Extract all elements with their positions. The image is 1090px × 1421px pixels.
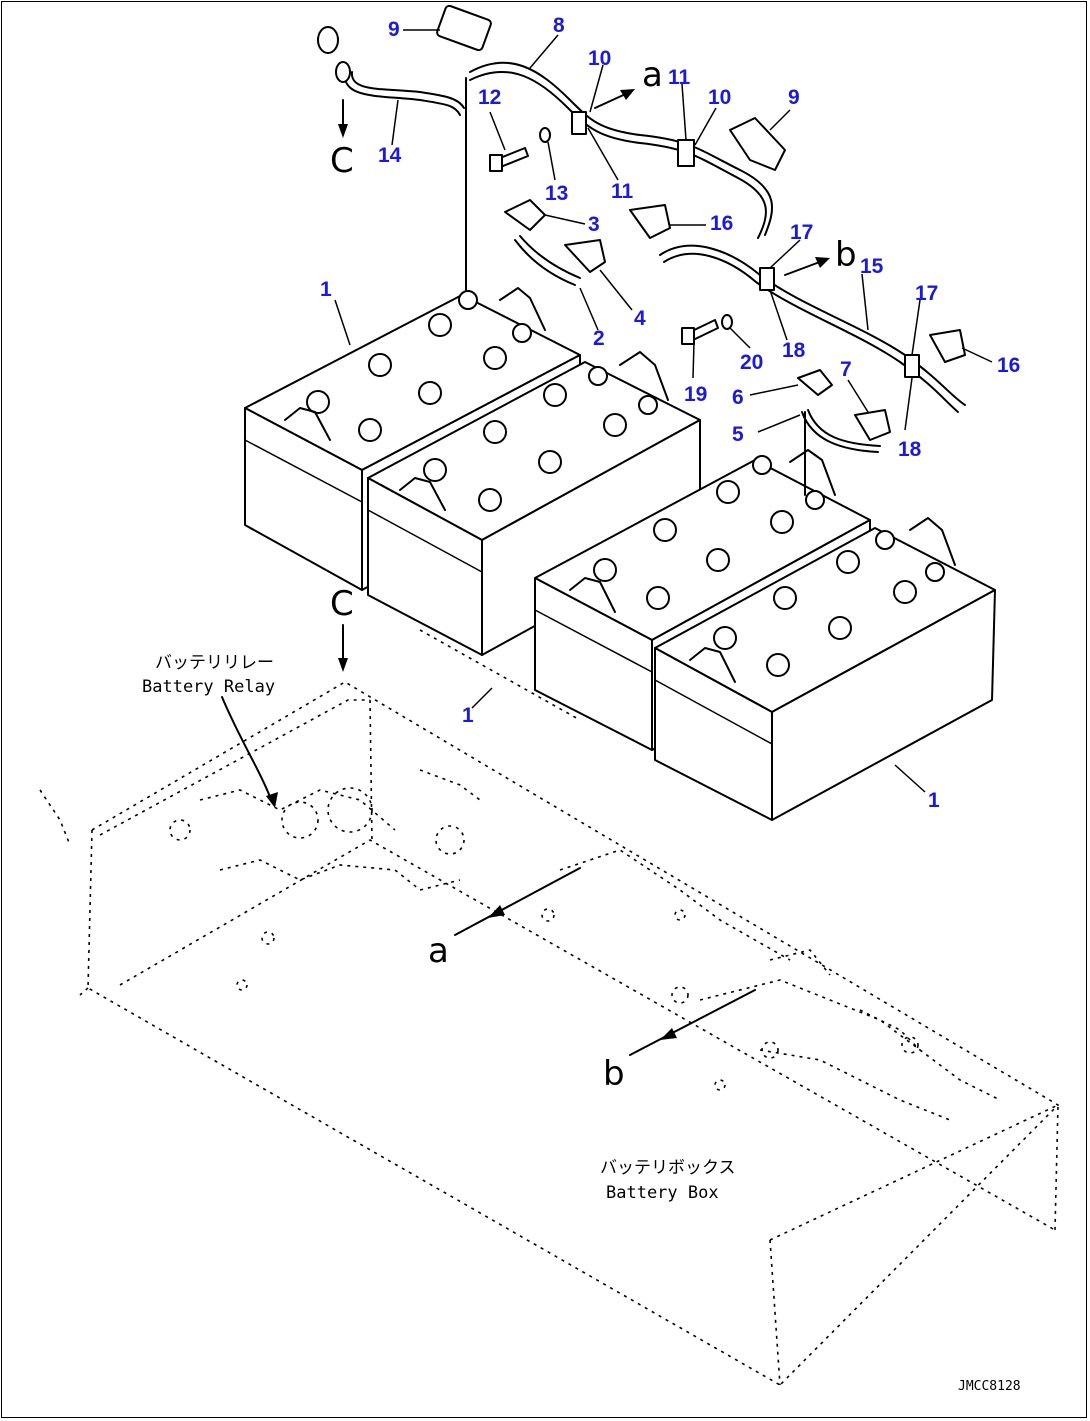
view-arrow-c-top — [338, 99, 348, 138]
view-ref-c: C — [330, 584, 354, 624]
washer-20 — [721, 314, 733, 330]
callout-16: 16 — [710, 212, 733, 235]
cable-14 — [343, 69, 465, 116]
callout-1: 1 — [462, 704, 474, 727]
callout-18: 18 — [898, 438, 922, 461]
callout-20: 20 — [740, 351, 763, 374]
view-ref-a: a — [642, 55, 663, 95]
battery-box-label: Battery Box — [606, 1183, 719, 1203]
view-arrow-b-bottom — [629, 989, 756, 1056]
callout-6: 6 — [732, 386, 744, 409]
callout-11: 11 — [668, 66, 691, 89]
callout-7: 7 — [840, 358, 852, 381]
drawing-code: JMCC8128 — [958, 1379, 1021, 1394]
callout-17: 17 — [915, 282, 938, 305]
cable-15 — [659, 244, 966, 413]
view-arrow-c-mid — [338, 624, 348, 672]
view-ref-a: a — [428, 931, 449, 971]
callout-18: 18 — [782, 339, 806, 362]
callout-17: 17 — [790, 221, 813, 244]
view-reference-letters: a b C C a b — [330, 55, 857, 1094]
callout-4: 4 — [634, 307, 646, 330]
callout-2: 2 — [593, 327, 605, 350]
callout-10: 10 — [708, 86, 731, 109]
cover-16-lower — [929, 329, 966, 363]
cap-14 — [317, 26, 351, 83]
callout-11: 11 — [611, 180, 634, 203]
view-ref-b: b — [603, 1054, 625, 1094]
battery-relay-label-jp: バッテリリレー — [155, 653, 274, 673]
cover-16-upper — [629, 204, 671, 239]
cable-5 — [801, 409, 881, 496]
callout-1: 1 — [928, 789, 940, 812]
leader-lines — [334, 29, 993, 793]
view-arrow-a-bottom — [454, 867, 581, 936]
battery-box-label-jp: バッテリボックス — [600, 1158, 736, 1178]
battery-front-right — [654, 517, 996, 821]
callout-19: 19 — [684, 383, 707, 406]
part-labels: バッテリリレー Battery Relay バッテリボックス Battery B… — [142, 653, 736, 1203]
cover-3 — [504, 199, 546, 231]
terminal-cover-9-left — [436, 4, 492, 52]
washer-13 — [539, 127, 551, 143]
callout-1: 1 — [320, 278, 332, 301]
clamp-17-18-right — [904, 354, 920, 378]
callout-5: 5 — [732, 423, 744, 446]
battery-box — [39, 681, 1060, 1386]
callout-13: 13 — [545, 182, 568, 205]
callout-9: 9 — [788, 86, 800, 109]
callout-10: 10 — [588, 47, 611, 70]
view-ref-b: b — [835, 235, 857, 275]
cable-8 — [465, 61, 774, 291]
clamp-17-18-left — [759, 267, 775, 291]
callout-15: 15 — [860, 255, 884, 278]
callout-12: 12 — [478, 86, 501, 109]
bolt-19 — [681, 319, 719, 345]
cover-4 — [564, 239, 606, 273]
view-ref-c: C — [330, 141, 354, 181]
clamp-10-11-left — [571, 111, 587, 135]
clamp-10-11-right — [677, 139, 695, 167]
cover-7 — [854, 409, 891, 441]
callout-3: 3 — [588, 213, 600, 236]
bolt-12 — [489, 147, 529, 172]
cover-6 — [797, 369, 833, 396]
callout-14: 14 — [378, 144, 402, 167]
relay-pointer — [221, 696, 278, 808]
callout-8: 8 — [553, 14, 565, 37]
battery-relay-label: Battery Relay — [142, 677, 275, 697]
terminal-cover-9-right — [729, 117, 786, 171]
view-arrow-a-top — [594, 89, 635, 109]
callout-labels: 1 1 1 2 3 4 5 6 7 8 9 9 10 10 11 11 12 1… — [320, 14, 1020, 812]
callout-16: 16 — [997, 354, 1020, 377]
cable-2 — [514, 235, 581, 286]
view-arrow-b-top — [784, 257, 830, 276]
callout-9: 9 — [388, 18, 400, 41]
